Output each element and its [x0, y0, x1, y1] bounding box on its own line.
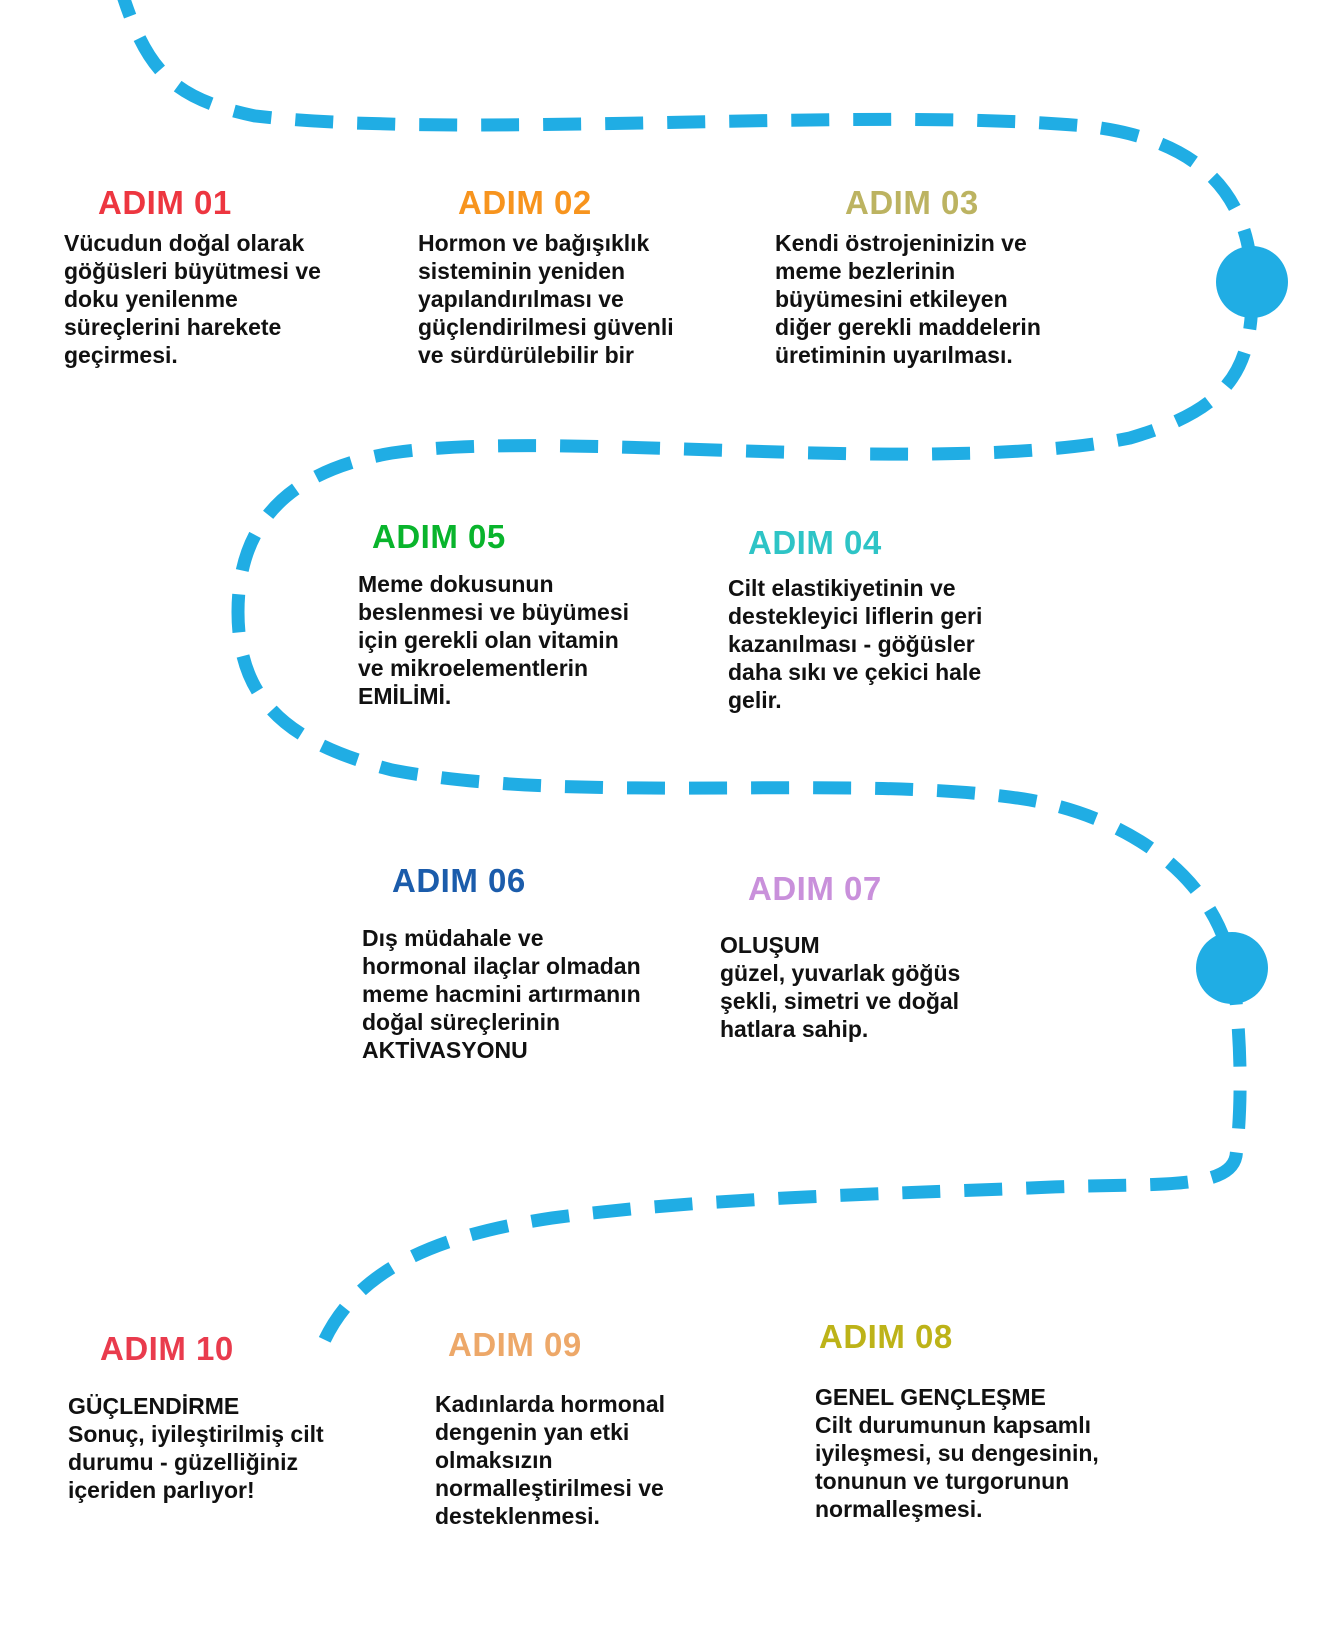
- step-01-heading: ADIM 01: [98, 184, 232, 221]
- step-block-05: ADIM 05 Meme dokusunun beslenmesi ve büy…: [358, 518, 710, 710]
- step-03-description: Kendi östrojeninizin ve meme bezlerinin …: [775, 230, 1041, 368]
- timeline-dashed-path: [117, 0, 1259, 1359]
- step-block-08: ADIM 08 GENEL GENÇLEŞME Cilt durumunun k…: [815, 1318, 1225, 1523]
- milestone-dot-2: [1196, 932, 1268, 1004]
- step-02-heading: ADIM 02: [458, 184, 592, 221]
- step-08-heading: ADIM 08: [819, 1318, 953, 1355]
- step-block-07: ADIM 07 OLUŞUM güzel, yuvarlak göğüs şek…: [720, 870, 1100, 1043]
- step-09-description: Kadınlarda hormonal dengenin yan etki ol…: [435, 1391, 666, 1529]
- step-07-description: OLUŞUM güzel, yuvarlak göğüs şekli, sime…: [720, 932, 961, 1042]
- step-10-description: GÜÇLENDİRME Sonuç, iyileştirilmiş cilt d…: [68, 1393, 324, 1503]
- step-block-03: ADIM 03 Kendi östrojeninizin ve meme bez…: [775, 184, 1175, 369]
- step-block-10: ADIM 10 GÜÇLENDİRME Sonuç, iyileştirilmi…: [68, 1330, 420, 1504]
- step-08-description: GENEL GENÇLEŞME Cilt durumunun kapsamlı …: [815, 1384, 1099, 1522]
- step-09-heading: ADIM 09: [448, 1326, 582, 1363]
- step-05-heading: ADIM 05: [372, 518, 506, 555]
- step-block-02: ADIM 02 Hormon ve bağışıklık sisteminin …: [418, 184, 770, 369]
- step-block-01: ADIM 01 Vücudun doğal olarak göğüsleri b…: [64, 184, 416, 369]
- step-02-description: Hormon ve bağışıklık sisteminin yeniden …: [418, 230, 674, 368]
- milestone-dot-1: [1216, 246, 1288, 318]
- step-01-description: Vücudun doğal olarak göğüsleri büyütmesi…: [64, 230, 321, 368]
- step-04-description: Cilt elastikiyetinin ve destekleyici lif…: [728, 575, 983, 713]
- step-03-heading: ADIM 03: [845, 184, 979, 221]
- step-block-04: ADIM 04 Cilt elastikiyetinin ve destekle…: [728, 524, 1108, 714]
- step-05-description: Meme dokusunun beslenmesi ve büyümesi iç…: [358, 571, 630, 709]
- step-block-06: ADIM 06 Dış müdahale ve hormonal ilaçlar…: [362, 862, 752, 1064]
- step-07-heading: ADIM 07: [748, 870, 882, 907]
- step-06-description: Dış müdahale ve hormonal ilaçlar olmadan…: [362, 925, 641, 1063]
- step-block-09: ADIM 09 Kadınlarda hormonal dengenin yan…: [435, 1326, 795, 1530]
- step-04-heading: ADIM 04: [748, 524, 882, 561]
- step-06-heading: ADIM 06: [392, 862, 526, 899]
- step-10-heading: ADIM 10: [100, 1330, 234, 1367]
